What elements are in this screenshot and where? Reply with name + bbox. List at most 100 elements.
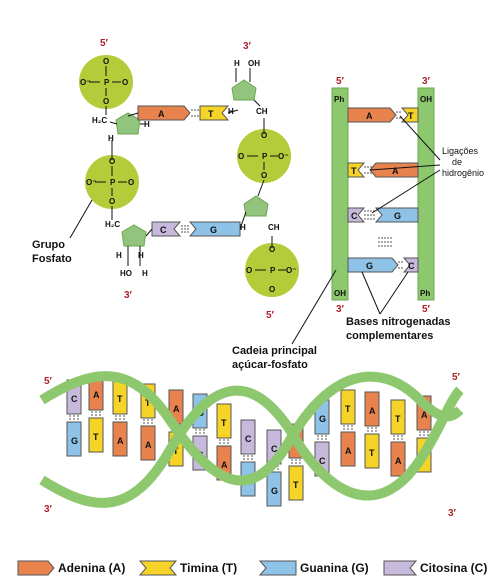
helix-base-bottom-letter-4: T (173, 446, 179, 456)
nucleotide-structure: 5′ 3′ O P O⁻ O O H₂C H H O P O⁻ O O H₂C (32, 38, 299, 321)
base-letter-c: C (351, 211, 358, 221)
helix-base-top-6 (216, 403, 232, 439)
helix-base-top-12 (364, 391, 380, 427)
atom-h2c: H₂C (105, 220, 120, 229)
three-prime-left-bottom: 3′ (124, 290, 133, 301)
helix-strand-1 (39, 371, 464, 486)
five-prime-helix-right: 5′ (452, 372, 461, 383)
legend-swatch-citosina (383, 560, 418, 576)
five-prime-ladder-right: 5′ (422, 304, 431, 315)
atom-p: P (110, 178, 116, 187)
label-grupo: Grupo (32, 239, 65, 251)
sugar-3 (231, 79, 257, 101)
ladder-cytosine-1 (347, 207, 366, 223)
base-letter-c: C (408, 261, 415, 271)
atom-o-minus: O⁻ (278, 152, 288, 161)
helix-base-top-letter-11: T (345, 404, 351, 414)
helix-base-top-7 (240, 419, 256, 455)
helix-base-top-letter-14: A (421, 410, 428, 420)
five-prime-bottom-mid: 5′ (266, 310, 275, 321)
helix-base-bottom-letter-0: G (71, 436, 78, 446)
helix-base-bottom-letter-12: T (369, 448, 375, 458)
atom-oh: OH (248, 59, 260, 68)
helix-base-top-letter-4: A (173, 404, 180, 414)
label-cadeia-2: açúcar-fosfato (232, 359, 308, 371)
helix-base-top-letter-1: A (93, 390, 100, 400)
helix-base-top-13 (390, 399, 406, 435)
five-prime-helix-left: 5′ (44, 376, 53, 387)
base-letter-g: G (210, 225, 217, 235)
helix-base-bottom-12 (364, 433, 380, 469)
helix-base-bottom-letter-11: A (345, 446, 352, 456)
ladder-thymine-2 (347, 162, 366, 178)
sugar-4 (243, 195, 269, 217)
helix-base-top-letter-0: C (71, 394, 78, 404)
ladder-thymine-1 (400, 107, 419, 123)
base-cytosine-1 (151, 221, 182, 237)
helix-base-bottom-11 (340, 431, 356, 467)
backbone-left (331, 87, 349, 301)
helix-base-top-11 (340, 389, 356, 425)
legend-label-guanina: Guanina (G) (300, 561, 369, 575)
helix-base-bottom-13 (390, 441, 406, 477)
atom-o: O (109, 157, 115, 166)
atom-ch2: CH (268, 223, 280, 232)
phosphate-group-1 (79, 55, 133, 109)
five-prime-ladder-left: 5′ (336, 76, 345, 87)
label-fosfato: Fosfato (32, 253, 72, 265)
backbone-right (417, 87, 435, 301)
legend-swatch-adenina (17, 560, 55, 576)
base-letter-c: C (160, 225, 167, 235)
base-adenine-1 (137, 105, 191, 121)
helix-base-bottom-2 (112, 421, 128, 457)
atom-o: O (122, 78, 128, 87)
base-thymine-1 (199, 105, 230, 121)
atom-h: H (108, 134, 114, 143)
ladder-cytosine-2 (402, 257, 419, 273)
atom-o: O (103, 97, 109, 106)
atom-h: H (138, 251, 144, 260)
atom-h: H (142, 269, 148, 278)
helix-strand-2 (39, 385, 464, 508)
label-ligacoes-1: Ligações (442, 146, 479, 156)
ladder-guanine-2 (347, 257, 399, 273)
three-prime-top: 3′ (243, 41, 252, 52)
base-letter-a: A (392, 166, 399, 176)
atom-ch2: CH (256, 107, 268, 116)
base-letter-t: T (351, 166, 357, 176)
helix-base-top-letter-7: C (245, 434, 252, 444)
atom-ph: Ph (334, 95, 344, 104)
atom-p: P (270, 266, 276, 275)
atom-oh: OH (420, 95, 432, 104)
base-letter-g: G (394, 211, 401, 221)
helix-base-bottom-9 (288, 465, 304, 501)
ladder-schematic: 5′ 3′ Ph OH OH Ph 3′ 5′ A T T A C G (232, 76, 484, 371)
atom-h: H (228, 107, 234, 116)
atom-o-minus: O⁻ (286, 266, 296, 275)
helix-base-top-letter-6: T (221, 418, 227, 428)
helix-base-bottom-letter-3: A (145, 440, 152, 450)
helix-base-bottom-letter-8: G (271, 486, 278, 496)
helix-base-top-letter-8: C (271, 444, 278, 454)
phosphate-group-2 (85, 155, 139, 209)
three-prime-ladder-left: 3′ (336, 304, 345, 315)
three-prime-helix-right: 3′ (448, 508, 457, 519)
base-guanine-1 (188, 221, 241, 237)
legend-label-adenina: Adenina (A) (58, 561, 125, 575)
atom-o: O (109, 197, 115, 206)
phosphate-group-3 (237, 129, 291, 183)
helix-base-top-letter-3: T (145, 398, 151, 408)
sugar-1 (115, 112, 141, 135)
double-helix: 5′ 5′ 3′ 3′ CGATTATAATGCTACGCGATGCTAATTA… (39, 371, 464, 519)
helix-base-top-letter-12: A (369, 406, 376, 416)
base-letter-a: A (366, 111, 373, 121)
five-prime-top-left: 5′ (100, 38, 109, 49)
helix-base-top-letter-10: G (319, 414, 326, 424)
label-bases-1: Bases nitrogenadas (346, 316, 451, 328)
helix-base-top-letter-13: T (395, 414, 401, 424)
atom-oh: OH (334, 289, 346, 298)
ladder-adenine-1 (347, 107, 397, 123)
helix-base-bottom-letter-10: C (319, 456, 326, 466)
ladder-adenine-2 (369, 162, 419, 178)
